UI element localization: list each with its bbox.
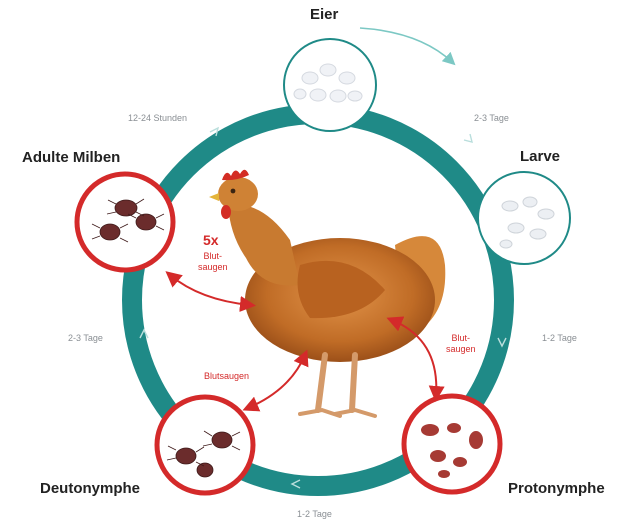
stage-label-deutonymph: Deutonymphe: [40, 480, 140, 497]
larva-circle: [478, 172, 570, 264]
mite: [430, 450, 446, 462]
mite: [469, 431, 483, 449]
feeding-label-adult-line2: saugen: [198, 262, 228, 273]
cycle-direction-arrow: [360, 28, 452, 62]
duration-protonymph-to-deutonymph: 1-2 Tage: [297, 509, 332, 519]
egg: [310, 89, 326, 101]
feeding-label-deutonymph: Blutsaugen: [204, 371, 249, 382]
feeding-arrow-adult: [170, 275, 250, 305]
duration-adult-to-eggs: 12-24 Stunden: [128, 113, 187, 123]
stage-label-eggs: Eier: [310, 6, 338, 23]
mite: [438, 470, 450, 478]
stage-label-protonymph: Protonymphe: [508, 480, 605, 497]
egg: [320, 64, 336, 76]
stage-label-larva: Larve: [520, 148, 560, 165]
mite: [115, 200, 137, 216]
mite: [176, 448, 196, 464]
feeding-label-protonymph-line1: Blut-: [446, 333, 476, 344]
feeding-label-adult-line1: Blut-: [198, 251, 228, 262]
duration-larva-to-protonymph: 1-2 Tage: [542, 333, 577, 343]
larva: [538, 209, 554, 219]
egg: [302, 72, 318, 84]
egg: [339, 72, 355, 84]
eggs-circle: [284, 39, 376, 131]
larva: [500, 240, 512, 248]
egg: [294, 89, 306, 99]
feeding-arrow-deutonymph: [248, 355, 305, 408]
mite: [453, 457, 467, 467]
protonymph-circle: [404, 396, 500, 492]
mite: [447, 423, 461, 433]
mite: [421, 424, 439, 436]
adult-mites-circle: [77, 174, 173, 270]
duration-eggs-to-larva: 2-3 Tage: [474, 113, 509, 123]
mite: [197, 463, 213, 477]
mite: [212, 432, 232, 448]
larva: [508, 223, 524, 233]
mite: [136, 214, 156, 230]
feeding-label-adult: Blut- saugen: [198, 251, 228, 273]
duration-deutonymph-to-adult: 2-3 Tage: [68, 333, 103, 343]
feeding-label-protonymph: Blut- saugen: [446, 333, 476, 355]
stage-label-adult-mites: Adulte Milben: [22, 149, 120, 166]
feeding-label-protonymph-line2: saugen: [446, 344, 476, 355]
larva: [530, 229, 546, 239]
mite: [100, 224, 120, 240]
larva: [502, 201, 518, 211]
egg: [330, 90, 346, 102]
larva: [523, 197, 537, 207]
egg: [348, 91, 362, 101]
deutonymph-circle: [157, 397, 253, 493]
feeding-count-adult: 5x: [203, 232, 219, 248]
